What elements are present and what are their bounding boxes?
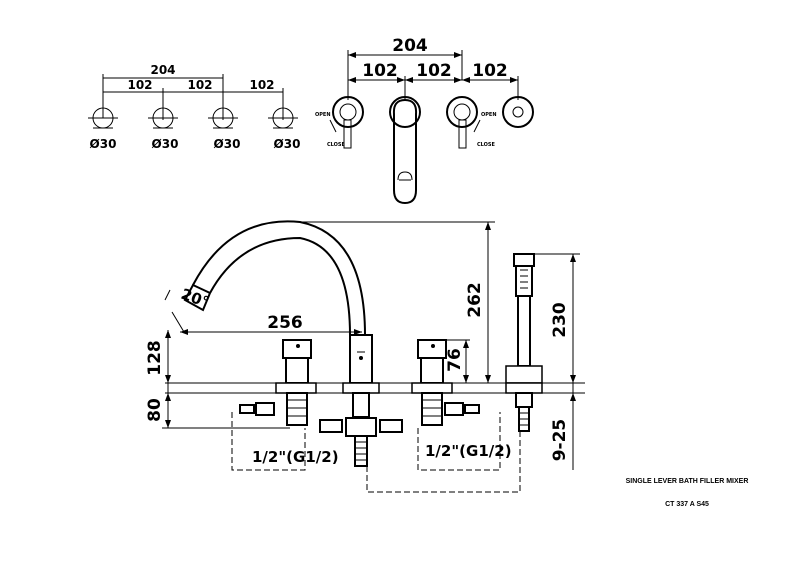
drawing-code: CT 337 A S45 <box>665 501 709 508</box>
right-inlet-label: 1/2"(G1/2) <box>425 442 512 460</box>
handshower <box>505 253 543 432</box>
plan-spout <box>389 96 421 205</box>
hole-diameter-3: Ø30 <box>214 137 241 151</box>
handshower-hose <box>366 432 521 493</box>
deck-thickness-dim: 80 <box>145 398 165 422</box>
title-block: SINGLE LEVER BATH FILLER MIXER CT 337 A … <box>626 478 749 508</box>
hole-4 <box>268 107 298 129</box>
spout-height-dim: 128 <box>145 340 165 376</box>
layout-spacing-dim-3: 102 <box>249 78 274 92</box>
right-valve <box>411 339 480 426</box>
left-close-label: CLOSE <box>327 142 346 148</box>
left-inlet-fitting <box>239 402 275 416</box>
drawing-title: SINGLE LEVER BATH FILLER MIXER <box>626 478 749 485</box>
layout-spacing-dim-2: 102 <box>187 78 212 92</box>
plan-spacing-dim-1: 102 <box>362 61 398 81</box>
plan-left-handle: OPEN CLOSE <box>315 96 364 149</box>
spout-total-height-dim: 262 <box>465 282 485 318</box>
hole-diameter-2: Ø30 <box>152 137 179 151</box>
left-hose-outline <box>231 412 306 471</box>
spout-reach-dim: 256 <box>267 313 303 333</box>
plan-overall-dim: 204 <box>392 36 428 56</box>
left-open-label: OPEN <box>315 112 331 118</box>
right-close-label: CLOSE <box>477 142 496 148</box>
elevation-view: 20° 128 256 262 76 <box>145 220 585 493</box>
hole-1 <box>88 107 118 129</box>
hole-layout-view: 204 102 102 102 Ø30 Ø30 <box>88 63 300 151</box>
right-hose-outline <box>417 412 501 471</box>
deck-range-dim: 9-25 <box>550 419 570 462</box>
spout-angle: 20° <box>179 285 212 312</box>
handshower-height-dim: 230 <box>550 302 570 338</box>
hole-diameter-4: Ø30 <box>274 137 301 151</box>
handle-height-dim: 76 <box>445 348 465 372</box>
hole-3 <box>208 107 238 129</box>
plan-spacing-dim-2: 102 <box>416 61 452 81</box>
plan-right-handle: OPEN CLOSE <box>446 96 497 149</box>
layout-overall-dim: 204 <box>150 63 175 77</box>
spout-inner <box>209 236 351 336</box>
right-open-label: OPEN <box>481 112 497 118</box>
hole-2 <box>148 107 178 129</box>
plan-spacing-dim-3: 102 <box>472 61 508 81</box>
center-valve <box>319 382 403 467</box>
hole-diameter-1: Ø30 <box>90 137 117 151</box>
layout-spacing-dim-1: 102 <box>127 78 152 92</box>
plan-view: 204 102 102 102 OPEN CLOSE <box>315 36 534 205</box>
plan-handshower-holder <box>502 96 534 128</box>
left-inlet-label: 1/2"(G1/2) <box>252 448 339 466</box>
left-valve <box>275 339 317 426</box>
